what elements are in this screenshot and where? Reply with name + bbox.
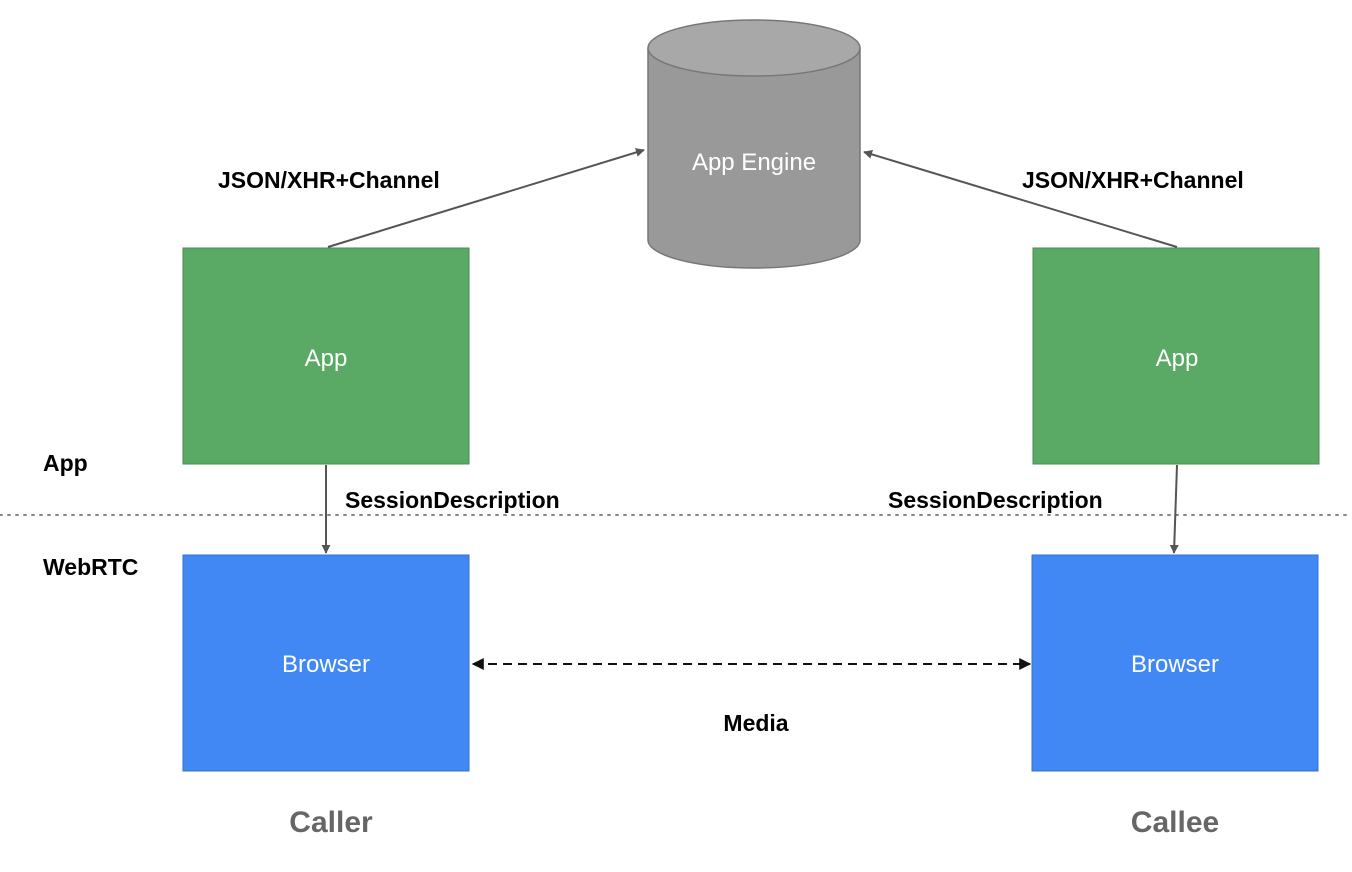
caller-browser-label: Browser [282, 651, 370, 678]
caller-role-label: Caller [289, 806, 373, 839]
callee-session-arrow [1169, 464, 1179, 554]
layer-label-app: App [43, 450, 88, 476]
callee-app-box [1032, 247, 1320, 465]
callee-role-label: Callee [1131, 806, 1219, 839]
app-engine-database: App Engine [647, 19, 861, 269]
callee-browser-box [1031, 554, 1319, 772]
layer-label-webrtc: WebRTC [43, 554, 138, 580]
app-engine-label: App Engine [692, 149, 816, 176]
callee-session-label: SessionDescription [888, 487, 1103, 513]
caller-signal-arrow [327, 148, 645, 248]
caller-app-label: App [305, 345, 348, 372]
caller-session-label: SessionDescription [345, 487, 560, 513]
caller-signal-label: JSON/XHR+Channel [218, 167, 440, 193]
caller-browser-box [182, 554, 470, 772]
callee-signal-arrow [863, 150, 1178, 248]
callee-app-label: App [1156, 345, 1199, 372]
callee-signal-label: JSON/XHR+Channel [1022, 167, 1244, 193]
media-label: Media [723, 710, 788, 736]
caller-app-box [182, 247, 470, 465]
callee-browser-label: Browser [1131, 651, 1219, 678]
